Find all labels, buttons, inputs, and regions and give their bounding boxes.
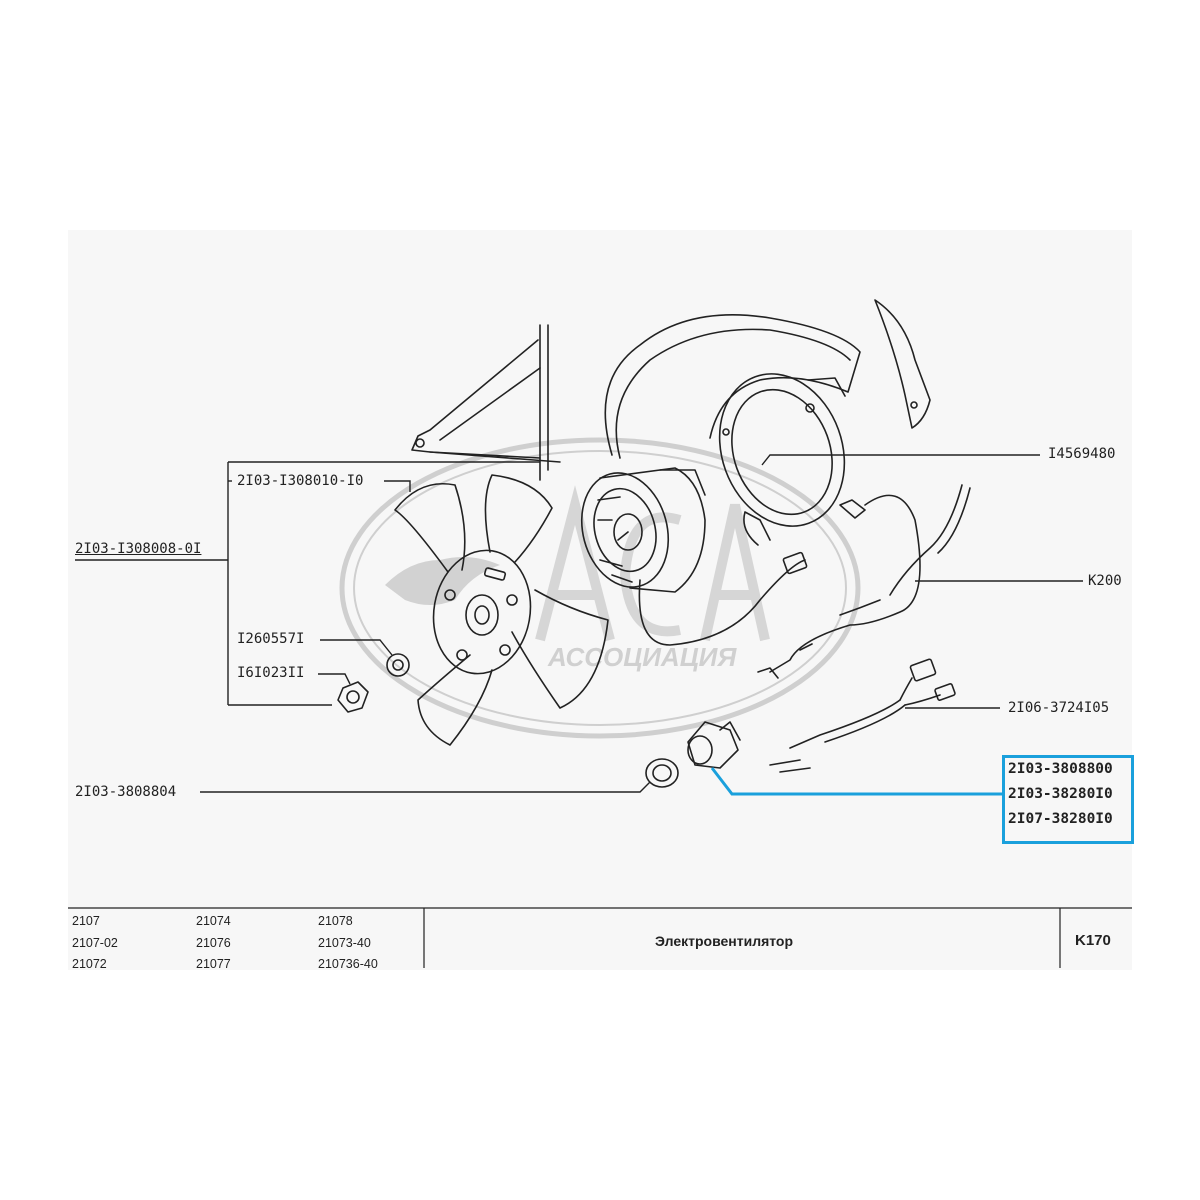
- sheet-number: K170: [1075, 932, 1111, 949]
- washer: [386, 653, 410, 677]
- nut: [337, 681, 369, 713]
- sheet-title: Электровентилятор: [655, 933, 794, 949]
- thermo-switch: [687, 721, 741, 769]
- label-highlight-3: 2I07-38280I0: [1008, 811, 1113, 827]
- fan-shroud: [604, 299, 931, 527]
- highlight-leader: [710, 767, 1004, 796]
- label-harness: 2I06-3724I05: [1008, 700, 1110, 716]
- gasket-ring: [645, 758, 679, 788]
- label-fan: 2I03-I308010-I0: [237, 473, 364, 489]
- footer-grid: [68, 907, 1132, 968]
- label-main-assembly: 2I03-I308008-0I: [75, 541, 202, 557]
- model-code: 21077: [196, 957, 231, 971]
- model-code: 2107: [72, 914, 100, 928]
- mounting-bracket: [411, 324, 561, 481]
- watermark-monogram: [535, 485, 770, 642]
- model-code: 21076: [196, 936, 231, 950]
- label-gasket: 2I03-3808804: [75, 784, 177, 800]
- label-harness-k: K200: [1088, 573, 1122, 589]
- model-code: 2107-02: [72, 936, 118, 950]
- model-code: 21074: [196, 914, 231, 928]
- model-code: 21072: [72, 957, 107, 971]
- label-nut: I6I023II: [237, 665, 305, 681]
- label-highlight-1: 2I03-3808800: [1008, 761, 1113, 777]
- wiring-harness: [638, 484, 971, 773]
- leader-lines: [75, 454, 1083, 793]
- highlight-box[interactable]: [1002, 755, 1134, 844]
- model-code: 21073-40: [318, 936, 371, 950]
- watermark-logo: [339, 437, 861, 739]
- fan-motor: [580, 467, 706, 593]
- watermark-text: АССОЦИАЦИЯ: [547, 642, 737, 672]
- model-code: 210736-40: [318, 957, 378, 971]
- label-washer: I260557I: [237, 631, 305, 647]
- label-highlight-2: 2I03-38280I0: [1008, 786, 1113, 802]
- label-connector: I4569480: [1048, 446, 1116, 462]
- fan-impeller: [394, 474, 609, 746]
- model-code: 21078: [318, 914, 353, 928]
